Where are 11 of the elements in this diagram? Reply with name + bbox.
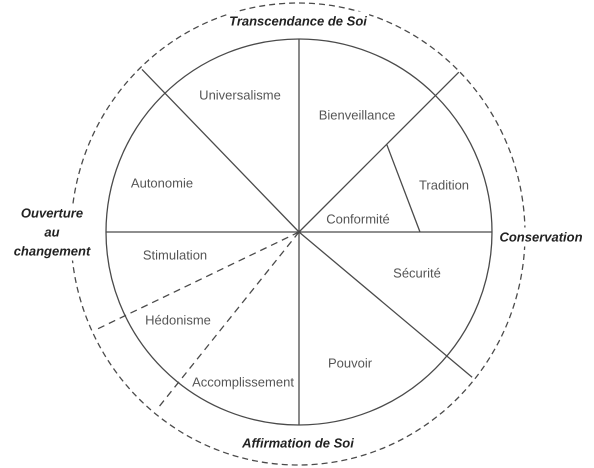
- sector-label: Hédonisme: [145, 312, 211, 328]
- sector-label: Sécurité: [393, 266, 441, 280]
- sector-label: Universalisme: [199, 88, 281, 102]
- sector-label: Conformité: [326, 212, 390, 226]
- sector-label: Pouvoir: [328, 356, 372, 370]
- sector-label: Autonomie: [130, 176, 194, 190]
- sector-label: Stimulation: [142, 248, 208, 262]
- dimension-label: Conservation: [497, 228, 585, 246]
- sector-label: Tradition: [418, 178, 470, 192]
- sector-label: Accomplissement: [192, 374, 294, 390]
- sector-label: Bienveillance: [318, 108, 396, 122]
